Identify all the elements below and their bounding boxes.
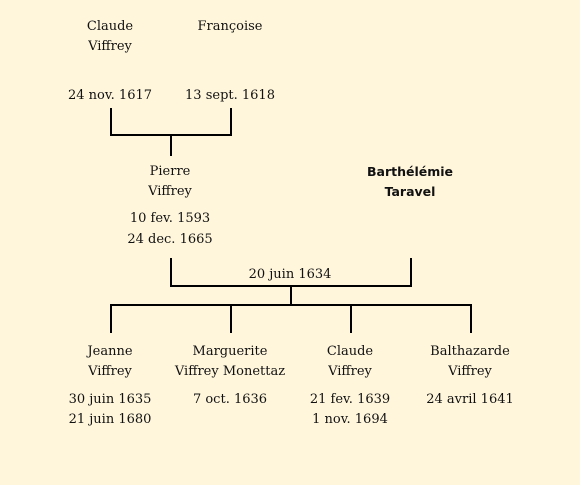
child-1-last-name: Viffrey: [88, 364, 132, 379]
grandfather-date: 24 nov. 1617: [67, 88, 153, 103]
grandfather-drop-line: [110, 108, 112, 135]
child-4-first-name: Balthazarde: [430, 344, 510, 359]
child-2-drop-line: [230, 304, 232, 333]
wife-last-name: Taravel: [384, 184, 436, 199]
children-sibling-line: [110, 304, 472, 306]
husband-last-name: Viffrey: [148, 184, 192, 199]
child-3-drop-line: [350, 304, 352, 333]
child-4-last-name: Viffrey: [448, 364, 492, 379]
children-descent-line: [290, 285, 292, 305]
husband-marriage-line: [170, 258, 172, 286]
child-4-birth: 24 avril 1641: [426, 392, 514, 407]
child-4-drop-line: [470, 304, 472, 333]
grandmother-date: 13 sept. 1618: [185, 88, 275, 103]
child-1-death: 21 juin 1680: [68, 412, 152, 427]
grandmother-drop-line: [230, 108, 232, 135]
grandparents-descent-line: [170, 134, 172, 156]
child-2-first-name: Marguerite: [192, 344, 268, 359]
child-2-birth: 7 oct. 1636: [192, 392, 268, 407]
child-3-death: 1 nov. 1694: [312, 412, 388, 427]
husband-first-name: Pierre: [149, 164, 191, 179]
child-2-last-name: Viffrey Monettaz: [174, 364, 286, 379]
child-3-birth: 21 fev. 1639: [309, 392, 391, 407]
husband-death: 24 dec. 1665: [127, 232, 213, 247]
grandfather-last-name: Viffrey: [88, 39, 132, 54]
wife-marriage-line: [410, 258, 412, 286]
wife-first-name: Barthélémie: [366, 164, 454, 179]
child-1-first-name: Jeanne: [87, 344, 133, 359]
grandfather-first-name: Claude: [86, 19, 134, 34]
husband-birth: 10 fev. 1593: [129, 211, 211, 226]
grandmother-first-name: Françoise: [197, 19, 263, 34]
child-3-last-name: Viffrey: [328, 364, 372, 379]
child-1-birth: 30 juin 1635: [68, 392, 152, 407]
child-1-drop-line: [110, 304, 112, 333]
marriage-date: 20 juin 1634: [248, 267, 332, 282]
child-3-first-name: Claude: [326, 344, 374, 359]
